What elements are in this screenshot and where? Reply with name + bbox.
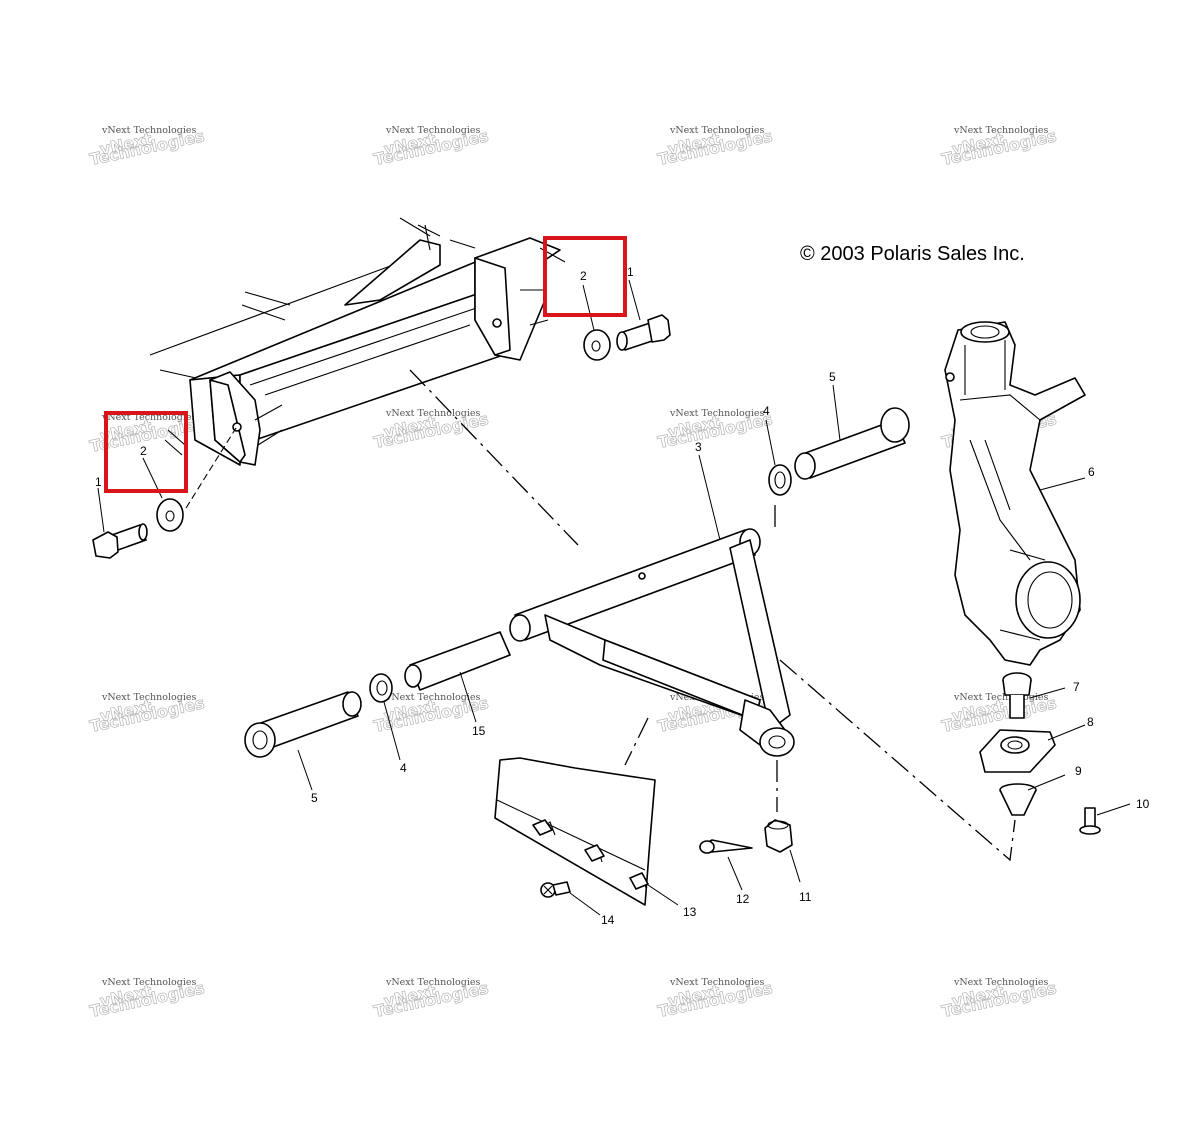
svg-text:vNext Technologies: vNext Technologies [385,977,480,988]
svg-text:vNext Technologies: vNext Technologies [669,977,764,988]
cone-9 [999,783,1037,816]
watermark: vNext vNext Technologies Technologies [372,125,491,169]
svg-text:vNext Technologies: vNext Technologies [953,692,1048,703]
watermark: vNext vNext Technologies Technologies [88,125,207,169]
callout-9: 9 [1075,764,1082,778]
callout-5-upper: 5 [829,370,836,384]
frame-assembly [149,217,566,466]
callout-2-left: 2 [140,444,147,458]
watermark: vNext vNext Technologies Technologies [372,977,491,1021]
callout-2-top: 2 [580,269,587,283]
svg-text:vNext Technologies: vNext Technologies [101,692,196,703]
bolt-top [616,314,671,351]
callout-4-lower: 4 [400,761,407,775]
watermark: vNext vNext Technologies Technologies [372,408,491,452]
dash-left-bolt [185,427,237,509]
steering-knuckle [944,321,1086,666]
pivot-tube [404,631,511,691]
screw-14 [540,881,571,898]
skid-guard [494,757,656,906]
highlight-box-left[interactable] [104,411,188,493]
callout-11: 11 [799,890,812,904]
svg-text:vNext Technologies: vNext Technologies [101,412,196,423]
svg-text:vNext Technologies: vNext Technologies [953,977,1048,988]
callout-1-left: 1 [95,475,102,489]
sleeve-lower [244,691,362,758]
highlight-box-top[interactable] [543,236,627,317]
rivet-10 [1079,807,1101,835]
plate-8 [979,729,1056,773]
leader-lines [97,279,1131,916]
sleeve-upper [794,407,910,480]
svg-text:vNext Technologies: vNext Technologies [385,408,480,419]
callout-7: 7 [1073,680,1080,694]
callout-5-lower: 5 [311,791,318,805]
bushing-lower [369,673,393,703]
callout-labels: 2 1 2 1 3 4 5 6 4 5 15 7 8 9 10 11 12 13… [95,265,1150,927]
svg-text:vNext Technologies: vNext Technologies [953,125,1048,136]
watermark: vNext vNext Technologies Technologies [940,977,1059,1021]
callout-3: 3 [695,440,702,454]
watermark: vNext vNext Technologies Technologies [656,977,775,1021]
callout-1-top: 1 [627,265,634,279]
centerline-2 [624,717,649,766]
callout-12: 12 [736,892,750,906]
centerline-1 [409,369,579,546]
a-arm [509,528,795,757]
centerline-4 [779,659,1016,862]
watermark: vNext vNext Technologies Technologies [656,408,775,452]
watermark: vNext vNext Technologies Technologies [88,692,207,736]
callout-10: 10 [1136,797,1150,811]
callout-6: 6 [1088,465,1095,479]
svg-text:vNext Technologies: vNext Technologies [669,408,764,419]
callout-14: 14 [601,913,615,927]
watermark: vNext vNext Technologies Technologies [88,977,207,1021]
bushing-upper [768,464,792,496]
washer-left [156,498,184,532]
svg-text:vNext Technologies: vNext Technologies [101,977,196,988]
bolt-left [92,523,148,559]
callout-13: 13 [683,905,697,919]
svg-text:vNext Technologies: vNext Technologies [385,692,480,703]
svg-text:vNext Technologies: vNext Technologies [385,125,480,136]
callout-15: 15 [472,724,486,738]
watermark: vNext vNext Technologies Technologies [940,125,1059,169]
callout-4-upper: 4 [763,404,770,418]
watermark: vNext vNext Technologies Technologies [656,125,775,169]
washer-top [583,329,611,361]
svg-text:vNext Technologies: vNext Technologies [669,125,764,136]
stud-7 [1002,672,1032,719]
callout-8: 8 [1087,715,1094,729]
nut-11 [764,819,793,853]
svg-text:vNext Technologies: vNext Technologies [101,125,196,136]
cotter-pin-12 [699,839,753,854]
watermark: vNext vNext Technologies Technologies [940,692,1059,736]
copyright-text: © 2003 Polaris Sales Inc. [800,243,1025,265]
